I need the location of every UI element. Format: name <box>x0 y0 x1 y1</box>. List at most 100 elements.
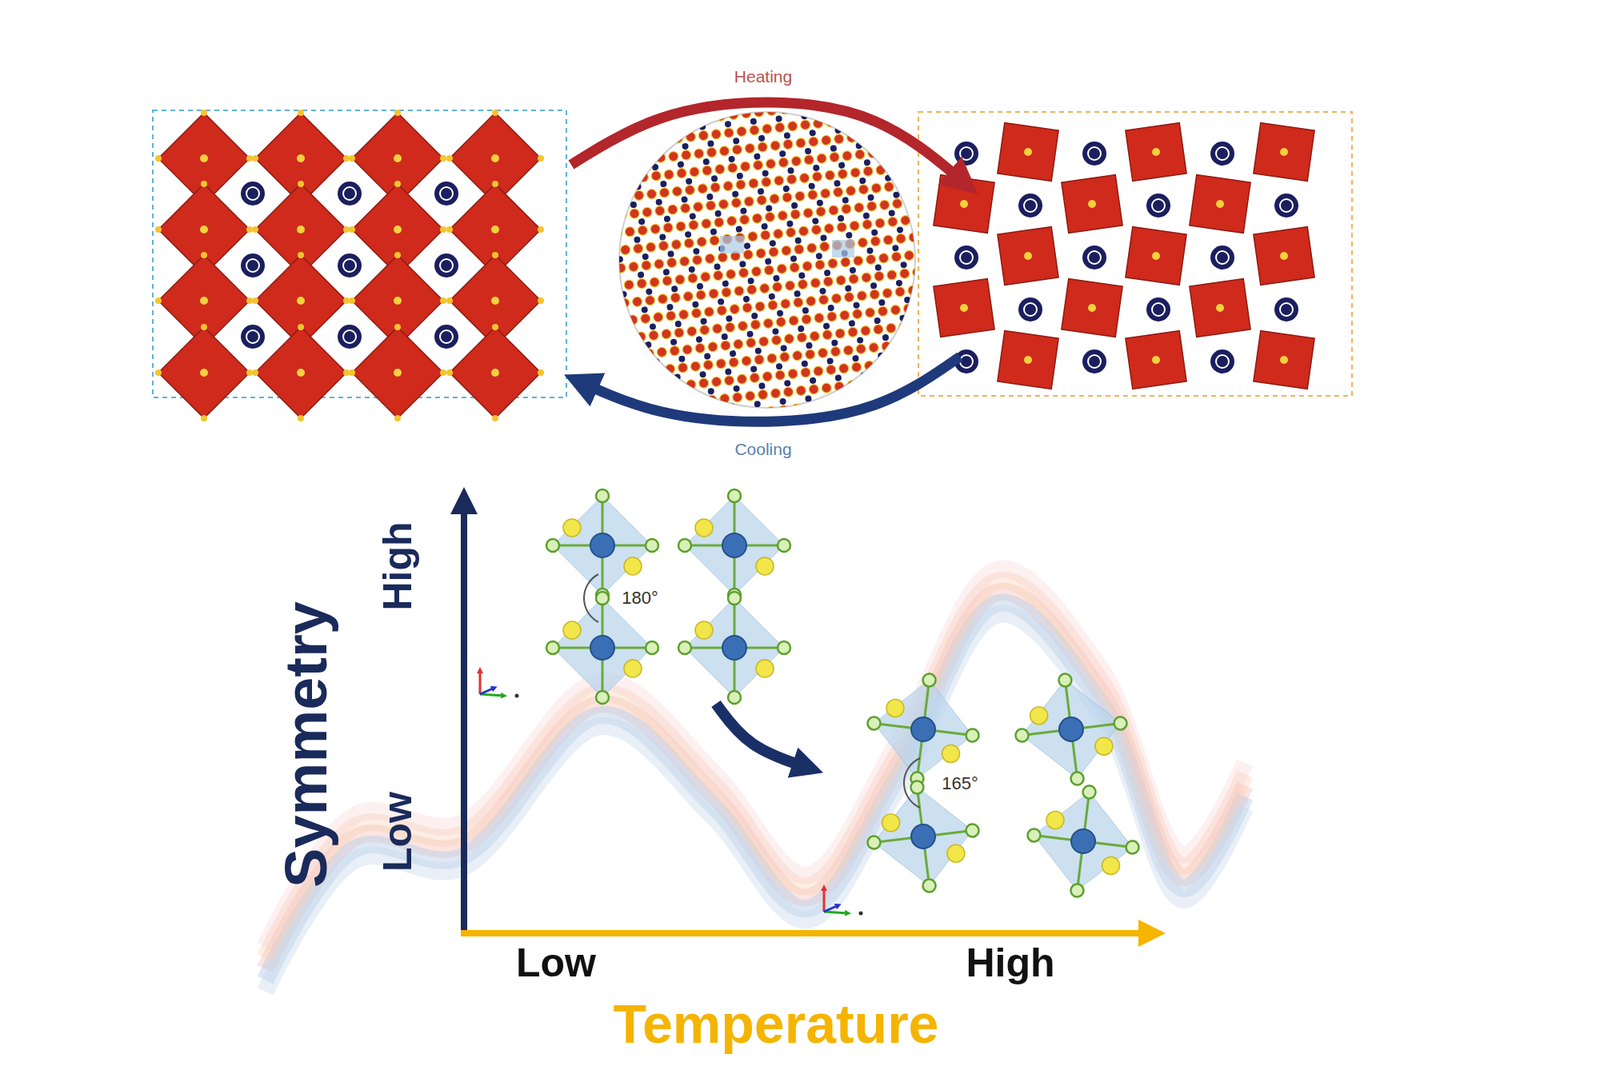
tilted-octahedra-part-part <box>867 716 882 732</box>
transition-structure-part-part-part <box>791 156 802 167</box>
transition-structure-part-part-part <box>833 133 844 144</box>
transition-structure-part-part-part <box>858 184 869 195</box>
transition-structure-part-part-part <box>772 228 784 240</box>
transition-structure-part-part-part <box>884 181 895 192</box>
transition-structure-part-part-part <box>771 335 782 346</box>
transition-structure-part-part-part <box>765 204 773 212</box>
transition-structure-part-part-part <box>786 174 797 185</box>
transition-structure-part-part-part <box>690 360 701 372</box>
transition-structure-part-part-part <box>688 220 699 231</box>
transition-structure-part-part-part <box>906 338 917 349</box>
transition-structure-part-part-part <box>699 123 707 131</box>
transition-structure-part-part-part <box>797 279 808 290</box>
low-temperature-structure-part <box>337 181 362 206</box>
transition-structure-part-part-part <box>779 398 787 406</box>
cubic-octahedra-part <box>678 592 791 704</box>
transition-structure-part-part-part <box>633 236 641 244</box>
axis-tick-label: Low <box>516 941 596 986</box>
transition-structure-part-part-part <box>789 262 800 273</box>
transition-structure-part-part-part <box>859 177 867 185</box>
transition-structure-part-part-part <box>646 188 657 200</box>
transition-structure-part-part-part <box>881 387 889 395</box>
transition-structure-part-part-part <box>668 151 679 162</box>
transition-structure-part-part-part <box>700 272 711 283</box>
transition-structure-part-part-part <box>677 362 688 373</box>
low-temperature-structure-part <box>252 297 259 304</box>
transition-structure-part-part-part <box>606 299 617 310</box>
transition-structure-part-part-part <box>792 350 803 361</box>
low-temperature-structure-part <box>155 369 162 376</box>
transition-structure-part-part-part <box>864 360 875 372</box>
transition-structure-part-part-part <box>764 257 772 265</box>
transition-structure-part-part-part <box>619 344 627 352</box>
transition-structure-part-part-part <box>936 317 948 328</box>
transition-structure-part-part-part <box>644 341 652 349</box>
low-temperature-structure-part <box>246 226 253 233</box>
transition-structure-part-part-part <box>659 233 667 241</box>
high-temperature-structure-part <box>1152 356 1160 364</box>
angle-label: 165° <box>938 773 982 795</box>
transition-structure-part-part-part <box>900 162 912 173</box>
transition-structure-part-part-part <box>847 327 858 338</box>
tilted-octahedra-part-part <box>1028 706 1049 727</box>
transition-structure-part-part-part <box>651 170 662 181</box>
transition-structure-part-part-part <box>600 123 612 134</box>
transition-structure-part-part-part <box>599 228 610 240</box>
high-temperature-structure-part <box>1018 193 1043 218</box>
transition-structure-part-part-part <box>684 238 695 249</box>
transition-structure-part-part-part <box>848 320 856 328</box>
transition-structure-part-part-part <box>748 178 759 189</box>
transition-structure-part-part-part <box>604 211 615 222</box>
transition-structure-part-part-part <box>794 236 802 244</box>
transition-structure-part-part-part <box>737 320 748 332</box>
transition-structure-part-part-part <box>750 319 761 330</box>
tilted-octahedra-part <box>1020 779 1146 904</box>
transition-structure-part-part-part <box>900 215 911 226</box>
transition-structure-part-part-part <box>928 353 939 364</box>
transition-structure-part-part-part <box>748 124 760 136</box>
transition-structure-part-part-part <box>804 348 816 360</box>
transition-structure-part-part-part <box>707 140 715 148</box>
transition-structure-part-part-part <box>784 333 795 344</box>
high-temperature-structure-part <box>997 227 1059 286</box>
transition-structure-part-part-part <box>783 387 794 398</box>
transition-structure-part-part-part <box>796 385 807 396</box>
high-temperature-structure-part <box>1125 227 1187 286</box>
transition-structure-part-part-part <box>880 146 891 157</box>
transition-structure-part-part-part <box>919 336 930 348</box>
axis-triad-part <box>480 694 504 696</box>
transition-structure-part <box>832 240 855 258</box>
transition-structure-part-part-part <box>619 297 630 308</box>
transition-structure-part-part-part <box>624 325 632 333</box>
transition-structure-part-part-part <box>696 336 704 344</box>
transition-structure-part-part-part <box>753 354 764 365</box>
low-temperature-structure-part <box>200 368 208 377</box>
transition-structure-part-part-part <box>790 255 798 263</box>
transition-structure-part-part-part <box>855 142 863 150</box>
transition-structure-part-part-part <box>863 166 874 177</box>
axis-title: Symmetry <box>273 601 339 888</box>
high-temperature-structure-part <box>1125 331 1187 390</box>
transition-structure-part-part-part <box>724 322 736 333</box>
transition-structure-part-part-part <box>588 124 599 135</box>
low-temperature-structure-part <box>200 225 208 234</box>
transition-structure-part-part-part <box>770 140 781 152</box>
transition-structure-part-part-part <box>827 258 838 269</box>
transition-structure-part-part-part <box>736 374 748 385</box>
low-temperature-structure-part <box>246 369 253 376</box>
transition-structure-part-part-part <box>808 136 819 148</box>
x-axis <box>460 930 1152 937</box>
tilted-octahedra-part-part <box>910 780 925 796</box>
transition-structure-part-part-part <box>612 174 624 185</box>
transition-structure-part-part-part <box>817 348 828 359</box>
transition-structure-part-part-part <box>889 357 900 368</box>
cubic-octahedra-part-part <box>552 496 652 596</box>
low-temperature-structure-part <box>155 297 162 304</box>
high-temperature-structure-part <box>1082 349 1107 374</box>
cubic-octahedra-part-part <box>684 598 784 698</box>
transition-structure-part-part-part <box>892 191 900 199</box>
transition-structure-part-part-part <box>669 345 680 356</box>
transition-structure-part-part-part <box>920 284 931 295</box>
transition-structure-part-part-part <box>793 290 801 298</box>
transition-structure-part-part-part <box>718 199 729 210</box>
